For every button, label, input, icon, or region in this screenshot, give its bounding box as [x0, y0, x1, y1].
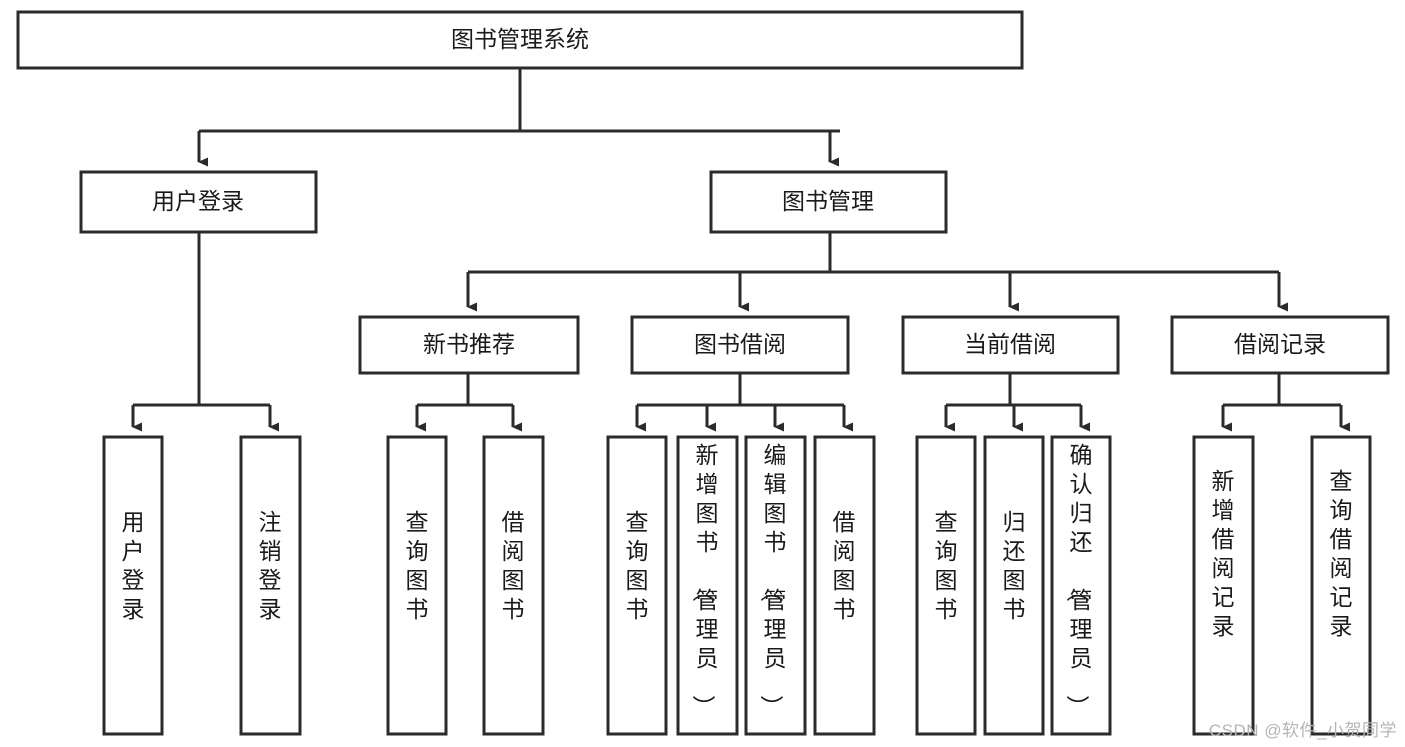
node-box-leaf-add-book[interactable] [676, 435, 739, 736]
node-leaf-query-book-3[interactable]: 查询图书 [915, 435, 977, 736]
node-label-current-borrow: 当前借阅 [964, 331, 1056, 357]
node-label-leaf-query-record: 查询借阅记录 [1330, 468, 1353, 639]
node-label-borrow-record: 借阅记录 [1234, 331, 1326, 357]
node-label-book-borrow: 图书借阅 [694, 331, 786, 357]
node-label-leaf-add-book: 新增图书（管理员） [691, 442, 719, 718]
node-label-leaf-return-book: 归还图书 [1003, 509, 1026, 622]
watermark-text: CSDN @软件_小贺同学 [1208, 721, 1397, 740]
connector-group-book-borrow-to-leaves [635, 373, 853, 432]
node-box-leaf-query-book-3[interactable] [915, 435, 977, 736]
node-box-leaf-edit-book[interactable] [744, 435, 807, 736]
node-new-book-recommend[interactable]: 新书推荐 [358, 315, 580, 375]
node-label-leaf-borrow-book-2: 借阅图书 [833, 509, 856, 622]
node-box-current-borrow[interactable] [901, 315, 1120, 375]
node-label-leaf-add-record: 新增借阅记录 [1212, 468, 1235, 639]
node-borrow-record[interactable]: 借阅记录 [1170, 315, 1390, 375]
node-leaf-user-login[interactable]: 用户登录 [102, 435, 164, 736]
node-label-leaf-user-logout: 注销登录 [259, 509, 282, 622]
node-current-borrow[interactable]: 当前借阅 [901, 315, 1120, 375]
node-leaf-borrow-book-1[interactable]: 借阅图书 [482, 435, 545, 736]
connector-group-book-management-to-level3 [466, 232, 1288, 312]
node-leaf-return-book[interactable]: 归还图书 [983, 435, 1045, 736]
node-box-leaf-borrow-book-1[interactable] [482, 435, 545, 736]
node-book-borrow[interactable]: 图书借阅 [630, 315, 850, 375]
node-box-book-borrow[interactable] [630, 315, 850, 375]
connector-group-root-to-level2 [197, 68, 840, 167]
node-box-leaf-query-book-2[interactable] [606, 435, 668, 736]
node-leaf-query-book-2[interactable]: 查询图书 [606, 435, 668, 736]
node-label-book-management: 图书管理 [782, 188, 874, 214]
node-label-leaf-edit-book: 编辑图书（管理员） [759, 442, 787, 718]
node-label-user-login: 用户登录 [152, 188, 244, 214]
node-box-leaf-query-book-1[interactable] [386, 435, 448, 736]
node-box-leaf-user-login[interactable] [102, 435, 164, 736]
node-box-book-management[interactable] [709, 170, 948, 234]
node-label-leaf-query-book-1: 查询图书 [406, 509, 429, 622]
node-leaf-add-record[interactable]: 新增借阅记录 [1192, 435, 1255, 736]
node-label-new-book-recommend: 新书推荐 [423, 331, 515, 357]
node-box-root[interactable] [16, 10, 1024, 70]
node-book-management[interactable]: 图书管理 [709, 170, 948, 234]
node-leaf-add-book[interactable]: 新增图书（管理员） [676, 435, 739, 736]
node-leaf-user-logout[interactable]: 注销登录 [239, 435, 302, 736]
node-box-user-login[interactable] [79, 170, 318, 234]
node-leaf-edit-book[interactable]: 编辑图书（管理员） [744, 435, 807, 736]
node-box-leaf-user-logout[interactable] [239, 435, 302, 736]
connector-group-new-book-recommend-to-leaves [415, 373, 522, 432]
node-root-book-management-system[interactable]: 图书管理系统 [16, 10, 1024, 70]
node-box-leaf-confirm-return[interactable] [1050, 435, 1112, 736]
node-leaf-query-record[interactable]: 查询借阅记录 [1310, 435, 1372, 736]
node-box-borrow-record[interactable] [1170, 315, 1390, 375]
connector-group-borrow-record-to-leaves [1221, 373, 1350, 432]
node-box-leaf-add-record[interactable] [1192, 435, 1255, 736]
node-box-leaf-return-book[interactable] [983, 435, 1045, 736]
node-leaf-query-book-1[interactable]: 查询图书 [386, 435, 448, 736]
node-label-root: 图书管理系统 [451, 26, 589, 52]
node-box-leaf-query-record[interactable] [1310, 435, 1372, 736]
node-leaf-confirm-return[interactable]: 确认归还（管理员） [1050, 435, 1112, 736]
node-box-new-book-recommend[interactable] [358, 315, 580, 375]
node-label-leaf-user-login: 用户登录 [122, 509, 145, 622]
connector-group-user-login-to-leaves [131, 232, 279, 432]
node-leaf-borrow-book-2[interactable]: 借阅图书 [813, 435, 876, 736]
node-label-leaf-query-book-3: 查询图书 [935, 509, 958, 622]
node-box-leaf-borrow-book-2[interactable] [813, 435, 876, 736]
node-label-leaf-confirm-return: 确认归还（管理员） [1065, 442, 1093, 718]
connector-group-current-borrow-to-leaves [944, 373, 1090, 432]
node-label-leaf-borrow-book-1: 借阅图书 [502, 509, 525, 622]
node-label-leaf-query-book-2: 查询图书 [626, 509, 649, 622]
node-user-login[interactable]: 用户登录 [79, 170, 318, 234]
